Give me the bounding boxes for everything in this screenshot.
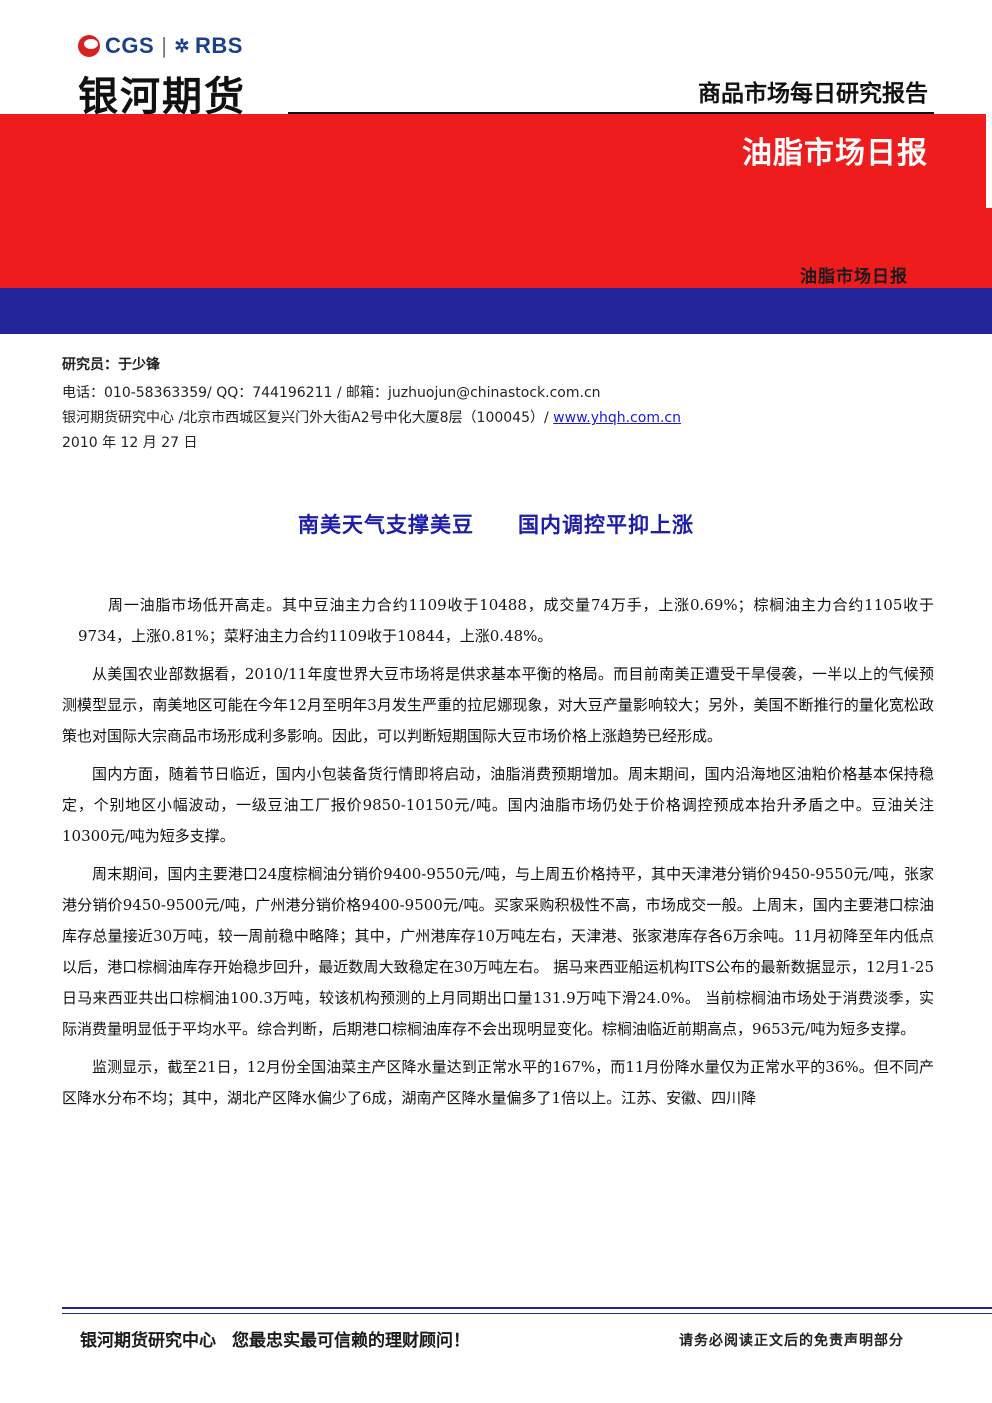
company-logo: CGS | ✲ RBS	[78, 33, 243, 59]
article-body: 周一油脂市场低开高走。其中豆油主力合约1109收于10488，成交量74万手，上…	[62, 590, 934, 1121]
researcher-name: 研究员：于少锋	[62, 357, 160, 373]
website-link[interactable]: www.yhqh.com.cn	[553, 410, 681, 426]
paragraph-4: 周末期间，国内主要港口24度棕榈油分销价9400-9550元/吨，与上周五价格持…	[62, 865, 934, 1038]
footer-disclaimer: 请务必阅读正文后的免责声明部分	[679, 1333, 904, 1349]
rbs-logo-icon: ✲	[174, 35, 190, 56]
address-text: 银河期货研究中心 /北京市西城区复兴门外大街A2号中化大厦8层（100045）/	[62, 410, 554, 426]
banner-title: 油脂市场日报	[742, 136, 928, 171]
report-type: 商品市场每日研究报告	[698, 81, 928, 107]
report-date: 2010 年 12 月 27 日	[62, 435, 198, 451]
paragraph-5: 监测显示，截至21日，12月份全国油菜主产区降水量达到正常水平的167%，而11…	[62, 1058, 934, 1107]
footer-divider-top	[62, 1307, 992, 1309]
logo-cgs-text: CGS	[105, 33, 155, 58]
logo-rbs-text: RBS	[195, 33, 243, 58]
footer-center-name: 银河期货研究中心	[80, 1331, 216, 1351]
brand-name: 银河期货	[78, 74, 246, 120]
article-headline: 南美天气支撑美豆 国内调控平抑上涨	[0, 509, 992, 539]
banner-notch	[986, 114, 992, 208]
paragraph-2: 从美国农业部数据看，2010/11年度世界大豆市场将是供求基本平衡的格局。而目前…	[62, 665, 934, 745]
footer-slogan: 银河期货研究中心您最忠实最可信赖的理财顾问！	[80, 1326, 470, 1351]
address-line: 银河期货研究中心 /北京市西城区复兴门外大街A2号中化大厦8层（100045）/…	[62, 407, 681, 427]
header-divider	[288, 112, 934, 114]
footer-tagline: 您最忠实最可信赖的理财顾问！	[232, 1331, 470, 1351]
paragraph-3: 国内方面，随着节日临近，国内小包装备货行情即将启动，油脂消费预期增加。周末期间，…	[62, 765, 934, 845]
banner-subtitle: 油脂市场日报	[800, 267, 908, 287]
contact-info: 电话：010-58363359/ QQ：744196211 / 邮箱：juzhu…	[62, 385, 601, 401]
headline-part1: 南美天气支撑美豆	[298, 512, 474, 537]
logo-separator: |	[161, 33, 168, 58]
footer-divider-bottom	[62, 1313, 992, 1314]
banner-red	[0, 114, 992, 288]
headline-part2: 国内调控平抑上涨	[518, 512, 694, 537]
cgs-logo-icon	[78, 35, 100, 57]
banner-blue	[0, 288, 992, 334]
paragraph-1: 周一油脂市场低开高走。其中豆油主力合约1109收于10488，成交量74万手，上…	[78, 596, 934, 645]
